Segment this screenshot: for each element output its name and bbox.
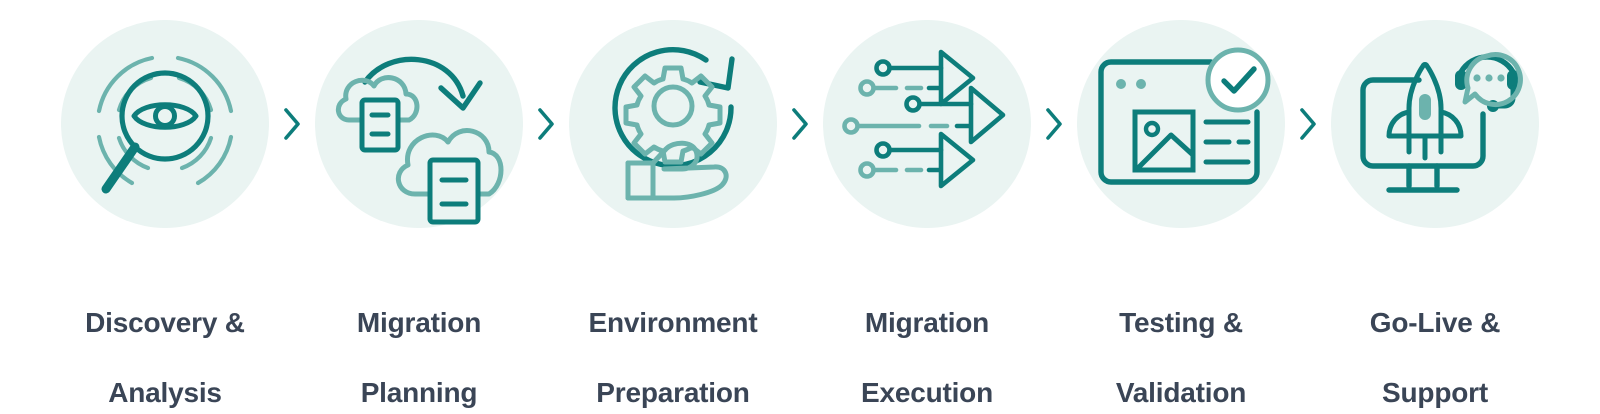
gear-shape	[623, 65, 723, 165]
headset-earpiece-right	[1507, 70, 1519, 90]
process-step-testing-validation[interactable]: Testing & Validation	[1077, 0, 1285, 410]
rocket-body	[1406, 62, 1444, 139]
eye-outline	[131, 102, 199, 130]
source-cloud	[336, 75, 420, 123]
step-separator-2	[523, 20, 569, 228]
source-server-slots	[369, 112, 391, 137]
step-label-line1: Migration	[356, 307, 482, 338]
refresh-arrow-head	[697, 56, 735, 91]
chat-dot-1	[1473, 74, 1481, 82]
cloud-to-cloud-server-migration-icon	[336, 56, 504, 225]
chevron-right-icon	[792, 108, 808, 140]
arrow-group-middle	[842, 85, 1006, 145]
rocket-monitor-headset-icon	[1360, 52, 1523, 193]
rocket-window	[1419, 94, 1431, 120]
step-label-line1: Discovery &	[85, 307, 245, 338]
step-label-line2: Analysis	[108, 377, 222, 408]
step-icon-circle	[823, 20, 1031, 228]
process-step-environment-preparation[interactable]: Environment Preparation	[569, 0, 777, 410]
three-arrows-transfer-icon	[842, 49, 1006, 189]
step-icon-circle	[1077, 20, 1285, 228]
step-separator-4	[1031, 20, 1077, 228]
chevron-right-icon	[284, 108, 300, 140]
magnifier-eye-scan-icon	[96, 55, 234, 194]
rocket-fin-right	[1440, 109, 1464, 139]
step-separator-1	[269, 20, 315, 228]
gear-refresh-hand-icon	[612, 47, 735, 201]
source-server-box	[359, 97, 401, 153]
step-label-line2: Support	[1382, 377, 1488, 408]
process-step-go-live-support[interactable]: Go-Live & Support	[1331, 0, 1539, 410]
step-icon-circle	[61, 20, 269, 228]
arrow-head-bottom	[926, 131, 976, 189]
step-separator-3	[777, 20, 823, 228]
browser-window-checkmark-icon	[1098, 47, 1271, 185]
step-label: Migration Planning	[357, 270, 481, 410]
rocket-fin-left	[1386, 109, 1410, 139]
image-mountain-icon	[1134, 132, 1196, 172]
window-dot-1	[1116, 79, 1126, 89]
arrow-head-top	[926, 49, 976, 107]
chat-bubble	[1462, 52, 1523, 108]
node-dot-dark-top	[874, 59, 892, 77]
chat-dot-3	[1497, 74, 1505, 82]
rocket-exhaust	[1406, 133, 1444, 161]
arrow-group-top	[858, 49, 976, 107]
step-separator-5	[1285, 20, 1331, 228]
window-dot-2	[1136, 79, 1146, 89]
chevron-right-icon	[1046, 108, 1062, 140]
step-icon-circle	[1331, 20, 1539, 228]
refresh-arc	[612, 47, 734, 169]
arrow-head-middle	[954, 85, 1006, 145]
image-sun-icon	[1143, 120, 1161, 138]
step-icon-circle	[315, 20, 523, 228]
step-label: Migration Execution	[861, 270, 993, 410]
magnifier-lens	[119, 70, 211, 162]
magnifier-handle	[101, 142, 140, 194]
chat-dot-2	[1485, 74, 1493, 82]
target-server-slots	[439, 177, 469, 207]
checkmark-icon	[1221, 66, 1257, 94]
headset-earpiece-left	[1455, 70, 1467, 90]
arrow-group-bottom	[858, 131, 976, 189]
monitor-stand	[1406, 163, 1440, 189]
monitor-frame	[1360, 77, 1486, 169]
eye-pupil	[153, 104, 177, 128]
step-label: Go-Live & Support	[1369, 270, 1501, 410]
step-label-line1: Environment	[588, 307, 758, 338]
target-server-box	[427, 157, 481, 225]
process-step-discovery-analysis[interactable]: Discovery & Analysis	[61, 0, 269, 410]
node-dot-light-middle	[842, 117, 860, 135]
step-icon-circle	[569, 20, 777, 228]
step-label: Environment Preparation	[589, 270, 758, 410]
target-cloud	[395, 128, 504, 197]
migration-arrow-curve	[362, 56, 466, 99]
chevron-right-icon	[538, 108, 554, 140]
gear-center-hole	[651, 84, 695, 128]
node-dot-dark-bottom	[874, 141, 892, 159]
step-label-line1: Testing &	[1119, 307, 1243, 338]
step-label: Testing & Validation	[1116, 270, 1246, 410]
step-label: Discovery & Analysis	[85, 270, 245, 410]
step-label-line2: Validation	[1115, 377, 1247, 408]
browser-window-frame	[1098, 59, 1260, 185]
validation-badge-circle	[1205, 47, 1271, 113]
step-label-line1: Migration	[864, 307, 990, 338]
migration-arrow-head	[438, 80, 483, 111]
node-dot-dark-middle	[904, 95, 922, 113]
process-step-migration-planning[interactable]: Migration Planning	[315, 0, 523, 410]
step-label-line1: Go-Live &	[1369, 307, 1501, 338]
process-step-migration-execution[interactable]: Migration Execution	[823, 0, 1031, 410]
node-dot-light-bottom	[858, 161, 876, 179]
step-label-line2: Execution	[860, 377, 993, 408]
step-label-line2: Planning	[360, 377, 478, 408]
image-placeholder-frame	[1132, 109, 1196, 173]
node-dot-light-top	[858, 79, 876, 97]
step-label-line2: Preparation	[596, 377, 750, 408]
chevron-right-icon	[1300, 108, 1316, 140]
open-hand	[625, 140, 729, 201]
